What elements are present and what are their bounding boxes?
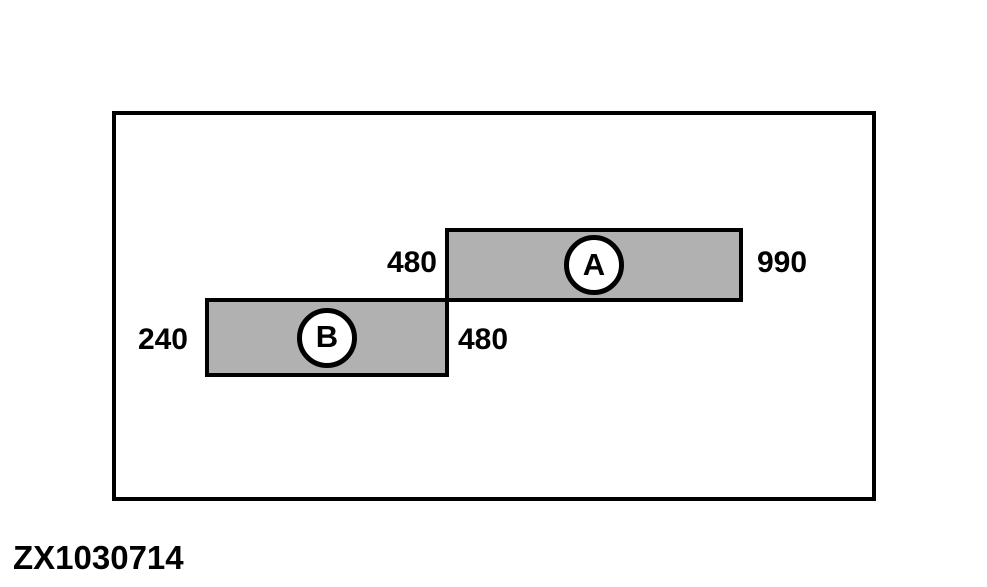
bar-A-label: A	[582, 246, 606, 282]
bar-B-label: B	[315, 319, 339, 354]
diagram-border	[112, 111, 876, 501]
bar-A-right-dimension: 990	[757, 246, 808, 279]
bar-B-right-dimension: 480	[458, 323, 509, 356]
bar-B: B	[205, 298, 449, 377]
bar-A: A	[445, 228, 743, 302]
figure-code: ZX1030714	[13, 539, 184, 576]
bar-A-badge: A	[564, 235, 624, 295]
bar-A-left-dimension: 480	[386, 246, 437, 279]
bar-B-left-dimension: 240	[137, 323, 188, 356]
bar-B-badge: B	[297, 307, 357, 368]
